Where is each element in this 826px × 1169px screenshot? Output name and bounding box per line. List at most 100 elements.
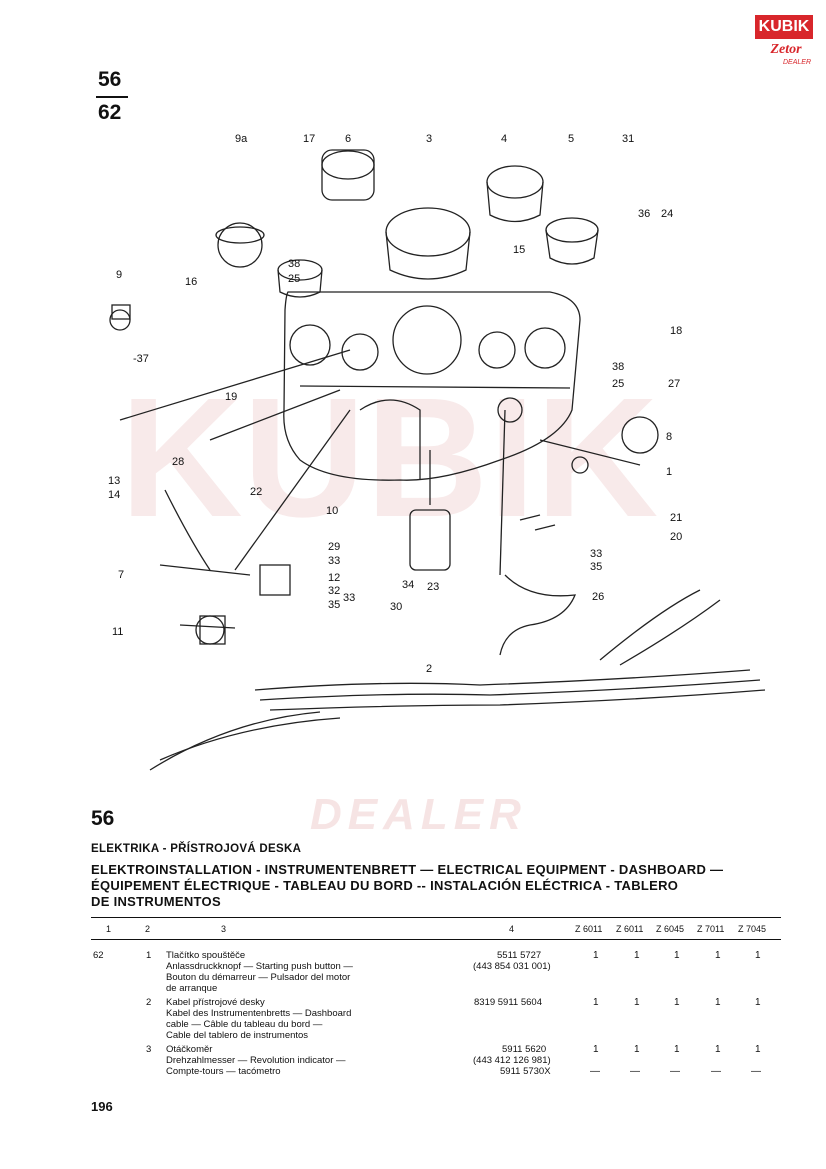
row-3-part-2: (443 412 126 981): [473, 1055, 551, 1066]
row-3-desc-3: Compte-tours — tacómetro: [166, 1066, 281, 1077]
svg-text:2: 2: [426, 663, 432, 675]
svg-text:4: 4: [501, 133, 507, 145]
svg-text:30: 30: [390, 601, 402, 613]
subgroup-number: 62: [98, 101, 122, 124]
row-3-qty-3: 1: [674, 1044, 680, 1055]
svg-text:3: 3: [426, 133, 432, 145]
row-1-col1: 62: [93, 950, 104, 961]
logo-kubik-text: KUBIK: [755, 15, 813, 39]
row-1-qty-5: 1: [755, 950, 761, 961]
section-title-czech: ELEKTRIKA - PŘÍSTROJOVÁ DESKA: [91, 843, 302, 855]
svg-text:36: 36: [638, 208, 650, 220]
section-title-line-2: ELEKTROINSTALLATION - INSTRUMENTENBRETT …: [91, 862, 724, 877]
svg-text:18: 18: [670, 325, 682, 337]
svg-text:33: 33: [343, 592, 355, 604]
svg-text:16: 16: [185, 276, 197, 288]
row-3-col2: 3: [146, 1044, 152, 1055]
row-3-qty2-1: —: [590, 1066, 600, 1077]
svg-text:12: 12: [328, 572, 340, 584]
row-3-qty2-5: —: [751, 1066, 761, 1077]
row-1-qty-2: 1: [634, 950, 640, 961]
logo-dealer-text: DEALER: [783, 59, 812, 66]
row-1-qty-1: 1: [593, 950, 599, 961]
row-3-qty-1: 1: [593, 1044, 599, 1055]
row-3-qty2-4: —: [711, 1066, 721, 1077]
kubik-zetor-logo: KUBIK Zetor DEALER: [755, 15, 813, 67]
svg-text:34: 34: [402, 579, 414, 591]
section-title-line-3: ÉQUIPEMENT ÉLECTRIQUE - TABLEAU DU BORD …: [91, 878, 679, 893]
row-1-part-2: (443 854 031 001): [473, 961, 551, 972]
svg-text:14: 14: [108, 489, 120, 501]
row-2-qty-1: 1: [593, 997, 599, 1008]
row-1-part-1: 5511 5727: [497, 950, 542, 961]
svg-text:33: 33: [590, 548, 602, 560]
row-2-desc-4: Cable del tablero de instrumentos: [166, 1030, 309, 1041]
svg-text:1: 1: [666, 466, 672, 478]
svg-text:5: 5: [568, 133, 574, 145]
row-2-qty-4: 1: [715, 997, 721, 1008]
col-header-2: 2: [145, 924, 151, 934]
svg-text:17: 17: [303, 133, 315, 145]
svg-text:25: 25: [612, 378, 624, 390]
svg-text:27: 27: [668, 378, 680, 390]
svg-text:28: 28: [172, 456, 184, 468]
row-2-desc-1: Kabel přístrojové desky: [166, 997, 265, 1008]
group-number: 56: [98, 68, 122, 91]
row-3-part-3: 5911 5730X: [500, 1066, 551, 1077]
row-1-col2: 1: [146, 950, 152, 961]
row-1-qty-3: 1: [674, 950, 680, 961]
svg-text:29: 29: [328, 541, 340, 553]
svg-text:9: 9: [116, 269, 122, 281]
svg-text:23: 23: [427, 581, 439, 593]
svg-text:10: 10: [326, 505, 338, 517]
svg-text:38: 38: [612, 361, 624, 373]
svg-text:25: 25: [288, 273, 300, 285]
row-3-desc-2: Drehzahlmesser — Revolution indicator —: [166, 1055, 346, 1066]
row-1-desc-2: Anlassdruckknopf — Starting push button …: [166, 961, 353, 972]
col-header-1: 1: [106, 924, 112, 934]
svg-text:32: 32: [328, 585, 340, 597]
svg-text:38: 38: [288, 258, 300, 270]
col-header-model-2: Z 6011: [616, 924, 644, 934]
row-2-qty-3: 1: [674, 997, 680, 1008]
svg-text:20: 20: [670, 531, 682, 543]
row-1-qty-4: 1: [715, 950, 721, 961]
row-3-qty-2: 1: [634, 1044, 640, 1055]
table-header-rule: [91, 939, 781, 940]
row-2-qty-2: 1: [634, 997, 640, 1008]
svg-text:-37: -37: [133, 353, 149, 365]
row-2-desc-2: Kabel des Instrumentenbretts — Dashboard: [166, 1008, 352, 1019]
svg-text:26: 26: [592, 591, 604, 603]
svg-text:15: 15: [513, 244, 525, 256]
svg-text:8: 8: [666, 431, 672, 443]
svg-text:31: 31: [622, 133, 634, 145]
svg-text:35: 35: [328, 599, 340, 611]
svg-text:7: 7: [118, 569, 124, 581]
svg-text:24: 24: [661, 208, 673, 220]
footer-page-number: 196: [91, 1099, 113, 1114]
section-title-line-4: DE INSTRUMENTOS: [91, 894, 221, 909]
row-3-qty2-3: —: [670, 1066, 680, 1077]
col-header-model-5: Z 7045: [738, 924, 767, 934]
fraction-rule: [96, 96, 128, 98]
table-top-rule: [91, 917, 781, 918]
col-header-3: 3: [221, 924, 227, 934]
svg-text:19: 19: [225, 391, 237, 403]
svg-text:35: 35: [590, 561, 602, 573]
row-3-part-1: 5911 5620: [502, 1044, 547, 1055]
row-3-qty-5: 1: [755, 1044, 761, 1055]
svg-text:6: 6: [345, 133, 351, 145]
col-header-model-4: Z 7011: [697, 924, 725, 934]
row-1-desc-4: de arranque: [166, 983, 218, 994]
callout-label: 9a: [235, 133, 248, 145]
col-header-model-3: Z 6045: [656, 924, 685, 934]
row-2-qty-5: 1: [755, 997, 761, 1008]
svg-text:33: 33: [328, 555, 340, 567]
row-2-part-1: 8319 5911 5604: [474, 997, 542, 1008]
svg-text:22: 22: [250, 486, 262, 498]
row-1-desc-3: Bouton du démarreur — Pulsador del motor: [166, 972, 351, 983]
row-3-desc-1: Otáčkoměr: [166, 1044, 213, 1055]
section-number: 56: [91, 807, 115, 830]
col-header-model-1: Z 6011: [575, 924, 603, 934]
row-1-desc-1: Tlačítko spouštěče: [166, 950, 246, 961]
